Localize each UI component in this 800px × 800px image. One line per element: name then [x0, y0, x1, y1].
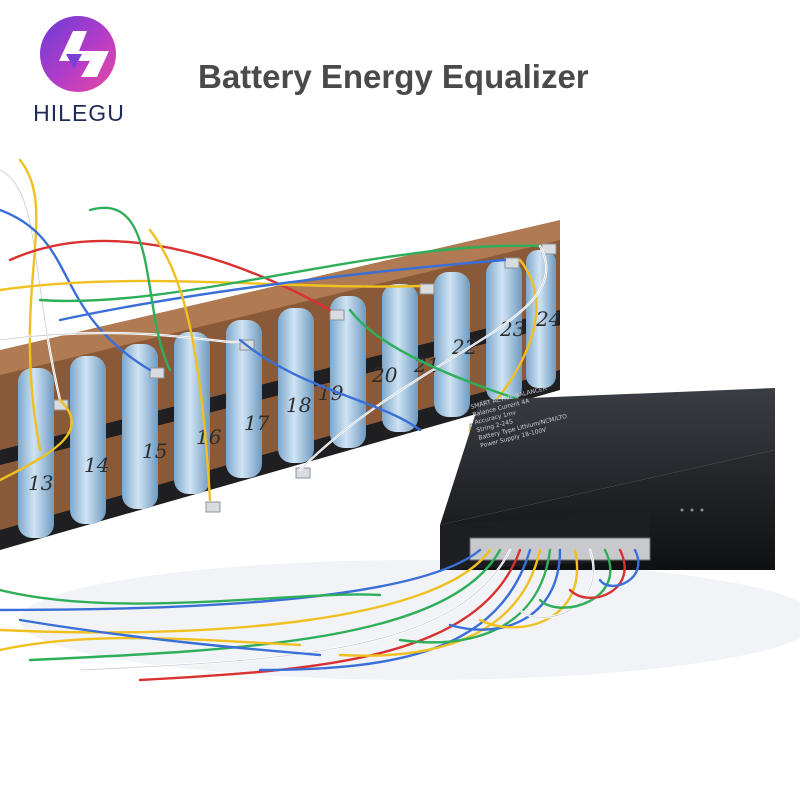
cell-number-17: 17 — [244, 411, 270, 435]
cell-number-15: 15 — [142, 439, 167, 463]
hilegu-logo-icon — [40, 16, 116, 92]
cell-number-16: 16 — [196, 425, 222, 449]
balancer-device — [440, 388, 775, 570]
page-title: Battery Energy Equalizer — [198, 58, 589, 95]
balance-wires — [0, 158, 548, 502]
product-photo: 13 14 15 16 17 18 19 20 21 22 23 24 — [0, 158, 800, 682]
brand-logo: HILEGU — [24, 14, 134, 126]
cell-number-labels: 13 14 15 16 17 18 19 20 21 22 23 24 — [28, 307, 561, 495]
cell-number-13: 13 — [28, 471, 53, 495]
floor-shadow — [20, 560, 800, 680]
connector-wires — [0, 548, 640, 682]
brand-name: HILEGU — [33, 100, 125, 126]
cell-number-20: 20 — [371, 363, 398, 387]
header: HILEGU Battery Energy Equalizer — [0, 0, 800, 140]
cell-number-23: 23 — [499, 317, 525, 341]
cell-number-14: 14 — [84, 453, 109, 477]
cell-number-18: 18 — [286, 393, 311, 417]
cell-number-24: 24 — [535, 307, 561, 331]
